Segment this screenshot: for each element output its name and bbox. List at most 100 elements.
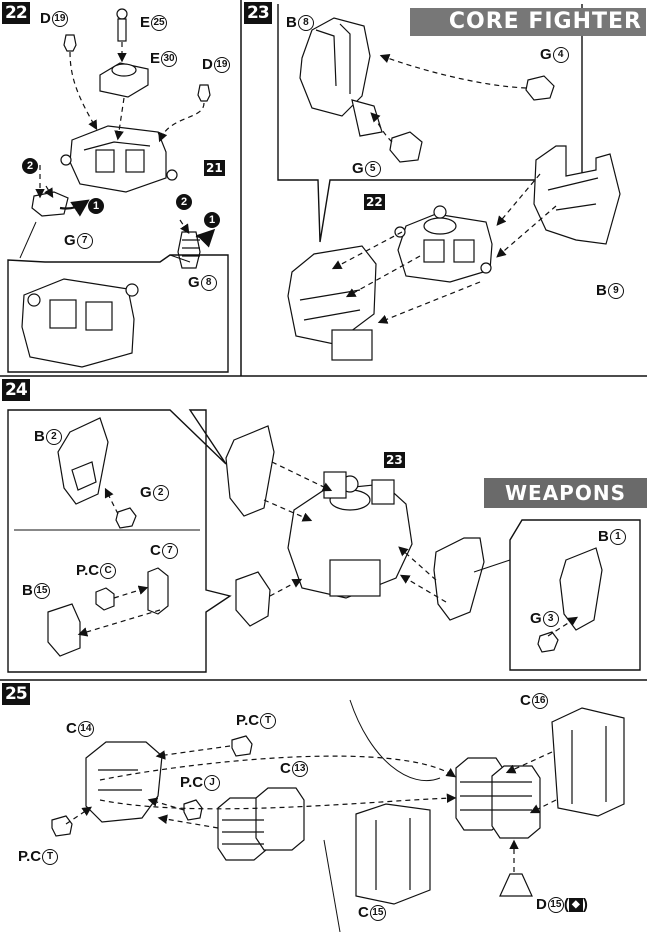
step-24-number: 24	[2, 379, 30, 401]
core-fighter-banner: CORE FIGHTER	[410, 8, 646, 36]
part-number: 7	[161, 543, 178, 560]
part-number: 25	[151, 15, 168, 32]
step-25-number: 25	[2, 683, 30, 705]
part-number: 7	[76, 233, 93, 250]
weapons-banner: WEAPONS	[484, 478, 647, 508]
part-number: 16	[531, 693, 548, 710]
part-letter: B	[22, 582, 33, 599]
part-number: 5	[364, 161, 381, 178]
pair-icon: ◆	[568, 898, 583, 913]
part-letter: G	[64, 232, 76, 249]
part-number: 9	[607, 283, 624, 300]
part-number: 3	[542, 611, 559, 628]
part-letter: P.C	[18, 848, 42, 865]
part-number: 19	[51, 11, 68, 28]
part-letter: B	[286, 14, 297, 31]
part-letter: B	[34, 428, 45, 445]
part-number: 1	[609, 529, 626, 546]
step-22-number: 22	[2, 2, 30, 24]
step-ref-23: 23	[384, 452, 405, 468]
part-number: T	[42, 849, 59, 866]
step-ref-22: 22	[364, 194, 385, 210]
step24-art	[7, 409, 641, 673]
part-number: C	[100, 563, 117, 580]
part-number: 15	[547, 897, 564, 914]
step-ref-21: 21	[204, 160, 225, 176]
order-marker-2-right: 2	[176, 194, 192, 210]
step23-art	[277, 4, 621, 361]
step22-bold-arrows	[59, 199, 216, 248]
part-letter: G	[140, 484, 152, 501]
step22-art	[7, 8, 229, 373]
order-marker-1-right: 1	[204, 212, 220, 228]
part-letter: G	[540, 46, 552, 63]
part-number: 15	[33, 583, 50, 600]
part-letter: B	[598, 528, 609, 545]
part-letter: C	[520, 692, 531, 709]
step24-arrows	[77, 461, 579, 637]
step25-art	[51, 699, 625, 932]
part-letter: D	[536, 896, 547, 913]
part-number: 13	[291, 761, 308, 778]
part-number: J	[204, 775, 221, 792]
paren-open: (	[563, 896, 569, 913]
part-number: 2	[152, 485, 169, 502]
part-number: 19	[213, 57, 230, 74]
part-number: 4	[552, 47, 569, 64]
step22-arrows	[35, 42, 205, 234]
part-letter: C	[280, 760, 291, 777]
part-number: 8	[297, 15, 314, 32]
part-letter: G	[188, 274, 200, 291]
part-number: T	[260, 713, 277, 730]
part-letter: C	[358, 904, 369, 921]
order-marker-1-left: 1	[88, 198, 104, 214]
part-letter: G	[530, 610, 542, 627]
step23-arrows	[331, 53, 557, 324]
part-letter: C	[66, 720, 77, 737]
part-number: 14	[77, 721, 94, 738]
part-letter: E	[150, 50, 161, 67]
part-number: 2	[45, 429, 62, 446]
part-letter: B	[596, 282, 607, 299]
part-letter: P.C	[180, 774, 204, 791]
part-number: 30	[161, 51, 178, 68]
part-letter: G	[352, 160, 364, 177]
part-letter: P.C	[76, 562, 100, 579]
part-letter: D	[202, 56, 213, 73]
part-letter: E	[140, 14, 151, 31]
part-letter: D	[40, 10, 51, 27]
step-23-number: 23	[244, 2, 272, 24]
step25-arrows	[65, 745, 557, 872]
panel-borders	[0, 0, 647, 681]
part-number: 8	[200, 275, 217, 292]
part-letter: C	[150, 542, 161, 559]
paren-close: )	[582, 896, 588, 913]
